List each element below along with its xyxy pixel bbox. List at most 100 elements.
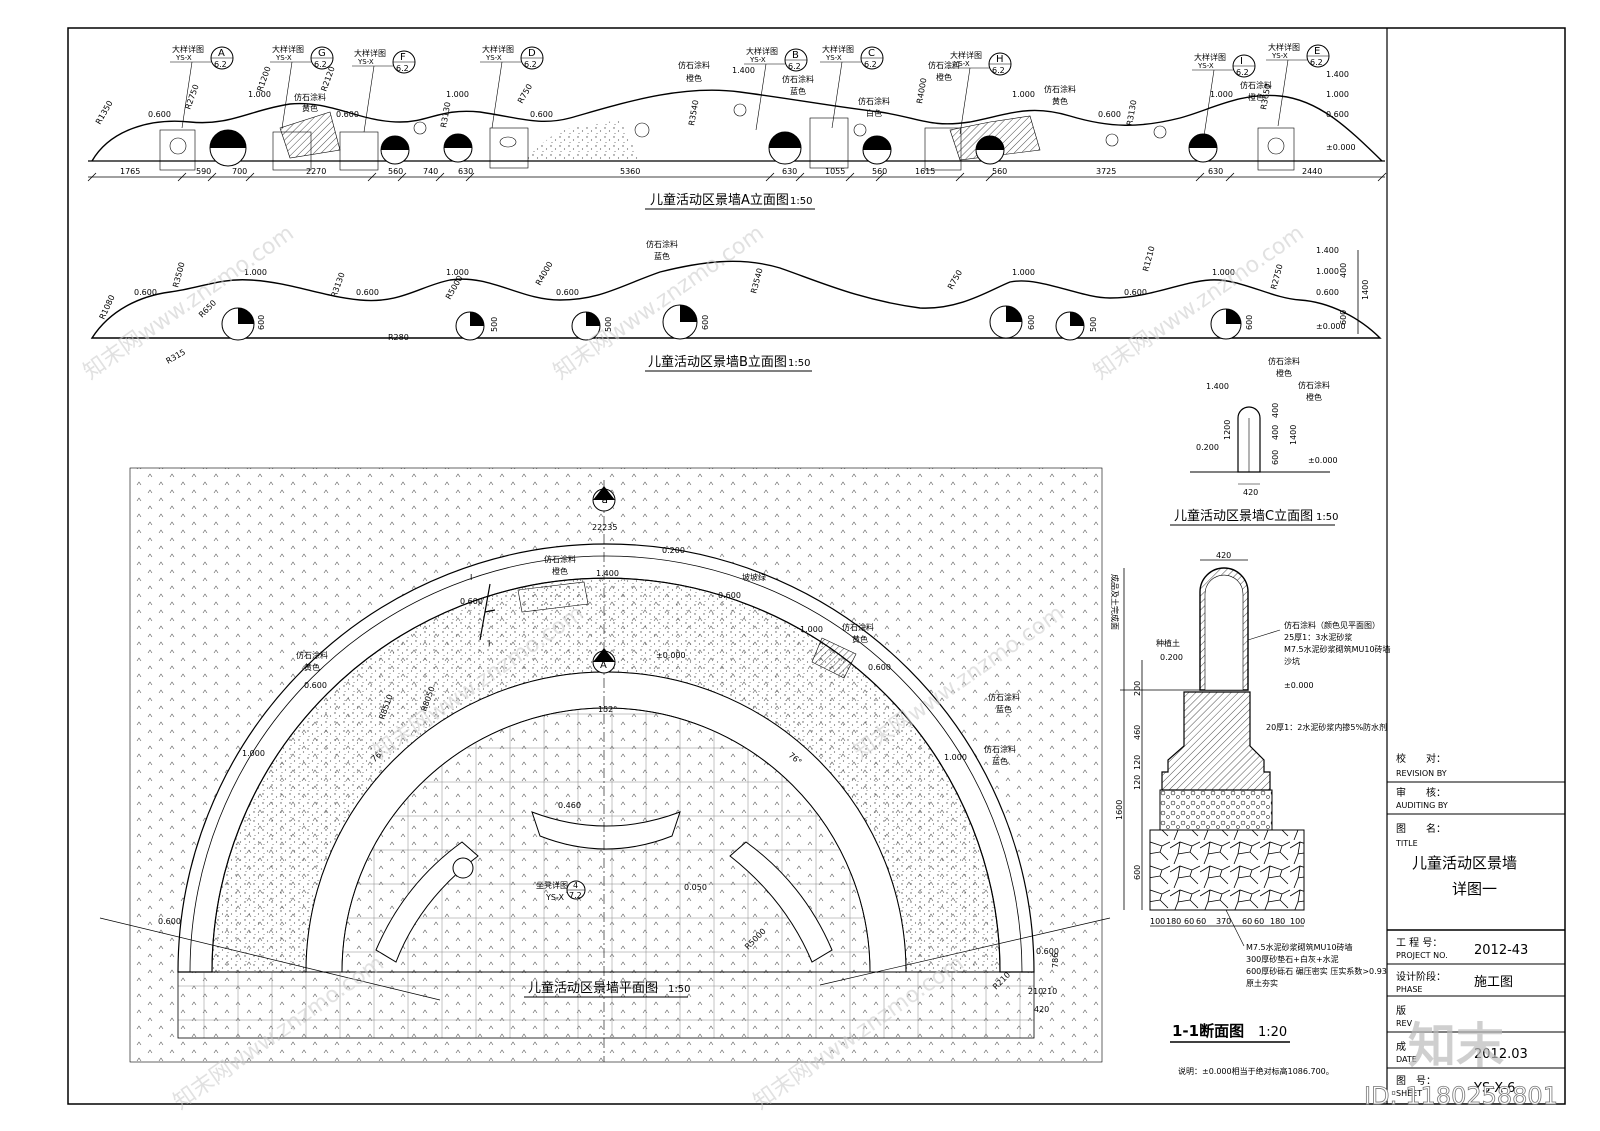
dim-text: 786: [1051, 953, 1060, 968]
dim-tick: [875, 172, 885, 182]
dim-text: 560: [388, 167, 403, 176]
level-mark: 1.000: [446, 90, 469, 99]
dim-tick: [765, 172, 775, 182]
section-gravel: [1159, 789, 1273, 831]
detail-label: 大样详图: [822, 44, 854, 54]
radius-label: R2750: [183, 83, 200, 110]
level-mark: 0.200: [662, 546, 685, 555]
level-mark: 1.000: [244, 268, 267, 277]
dim-text: 420: [1034, 1005, 1049, 1014]
level-mark: ±0.000: [1308, 456, 1338, 465]
detail-id: H: [996, 54, 1004, 65]
elevation-a-dim-ticks: [87, 172, 1387, 182]
level-mark: 0.600: [148, 110, 171, 119]
level-mark: 1.400: [596, 569, 619, 578]
dim-text: 210: [1042, 987, 1057, 996]
dim-tick: [465, 172, 475, 182]
paint-note: 坡坡绿: [742, 572, 766, 582]
level-mark: 0.600: [460, 597, 483, 606]
tb-phase-val: 施工图: [1474, 975, 1513, 990]
elevation-c-profile: [1237, 406, 1261, 473]
dim-tick: [795, 172, 805, 182]
level-mark: 0.200: [1196, 443, 1219, 452]
hole-dim: 600: [701, 315, 710, 330]
detail-id: I: [1240, 56, 1243, 67]
paint-note: 仿石涂料: [294, 92, 326, 102]
vdim: 1400: [1361, 280, 1370, 300]
elevation-b-profile: [90, 260, 1382, 339]
dim-tick: [367, 172, 377, 182]
level-mark: 1.000: [248, 90, 271, 99]
elevation-b-hole-dims: 600 500 500 600 600 500 600: [257, 315, 1254, 332]
paint-note: 黄色: [304, 662, 320, 672]
paint-note: 仿石涂料: [984, 744, 1016, 754]
detail-sheet: YS-X: [1197, 62, 1214, 70]
radius-label: R750: [516, 82, 534, 105]
detail-sheet-num: 6.2: [788, 62, 801, 71]
paint-note: 橙色: [1276, 368, 1292, 378]
level-mark: 1.000: [1012, 90, 1035, 99]
radius-label: R2750: [1269, 263, 1284, 290]
axis-label: A: [600, 660, 607, 671]
detail-label: 大样详图: [482, 44, 514, 54]
seat-callout-label: 坐凳详图: [536, 880, 568, 890]
base-note: 300厚砂垫石+白灰+水泥: [1246, 954, 1339, 964]
section-title: 1-1断面图: [1172, 1022, 1244, 1040]
seat-callout-id: 4: [573, 881, 578, 890]
level-mark: 1.400: [1326, 70, 1349, 79]
hole-dim: 600: [1245, 315, 1254, 330]
paint-note: 蓝色: [790, 86, 806, 96]
detail-label: 大样详图: [1194, 52, 1226, 62]
paint-note: 白色: [866, 108, 882, 118]
tb-version-en: REV: [1396, 1019, 1413, 1028]
layer-note: 沙坑: [1284, 656, 1300, 666]
dim-text: 420: [1243, 488, 1258, 497]
detail-label: 大样详图: [1268, 42, 1300, 52]
dim-text: 600: [1271, 450, 1280, 465]
dim-tick: [845, 172, 855, 182]
detail-sheet: YS-X: [175, 54, 192, 62]
radius-label: R3650: [1259, 83, 1272, 110]
radius-label: R4000: [915, 77, 928, 104]
level-mark: 1.000: [944, 753, 967, 762]
elevation-a-decor-boxes: [159, 103, 1295, 171]
paint-note: 仿石涂料: [1268, 356, 1300, 366]
seat-callout-sheet: YS-X: [545, 893, 564, 902]
tb-sheet: 图 号：: [1396, 1075, 1436, 1087]
hole-dim: 500: [604, 317, 613, 332]
paint-note: 橙色: [686, 73, 702, 83]
hole-dim: 600: [257, 315, 266, 330]
watermark-logo: 知末: [1408, 1018, 1504, 1074]
dim-text: 460: [1133, 725, 1142, 740]
detail-id: G: [318, 48, 326, 59]
dim-tick: [435, 172, 445, 182]
paint-note: 黄色: [852, 634, 868, 644]
detail-id: F: [400, 52, 406, 63]
paint-note: 仿石涂料: [1044, 84, 1076, 94]
detail-label: 大样详图: [746, 46, 778, 56]
dim-text: 22235: [592, 523, 617, 532]
dim-text: 600: [1133, 865, 1142, 880]
level-mark: 1.000: [1316, 267, 1339, 276]
dim-text: 1400: [1289, 425, 1298, 445]
section-stone-base: [1149, 829, 1305, 911]
tb-title-cn: 图 名：: [1396, 822, 1446, 835]
radius-label: R3130: [439, 101, 452, 128]
paint-note: 黄色: [1052, 96, 1068, 106]
dim-text: 60: [1196, 917, 1206, 926]
tb-phase: 设计阶段：: [1396, 970, 1446, 983]
section-labels: 420 200 460 120 120 1600 600 100 180 60 …: [1110, 551, 1391, 988]
paint-note: 黄色: [302, 103, 318, 113]
vdim: 400: [1339, 263, 1348, 278]
dim-text: 700: [232, 167, 247, 176]
detail-id: D: [528, 48, 536, 59]
dim-tick: [1225, 172, 1235, 182]
paint-note: 橙色: [552, 566, 568, 576]
tb-phase-en: PHASE: [1396, 985, 1422, 994]
paint-note: 仿石涂料: [296, 650, 328, 660]
tb-title-en: TITLE: [1395, 839, 1418, 848]
detail-sheet-num: 6.2: [314, 60, 327, 69]
